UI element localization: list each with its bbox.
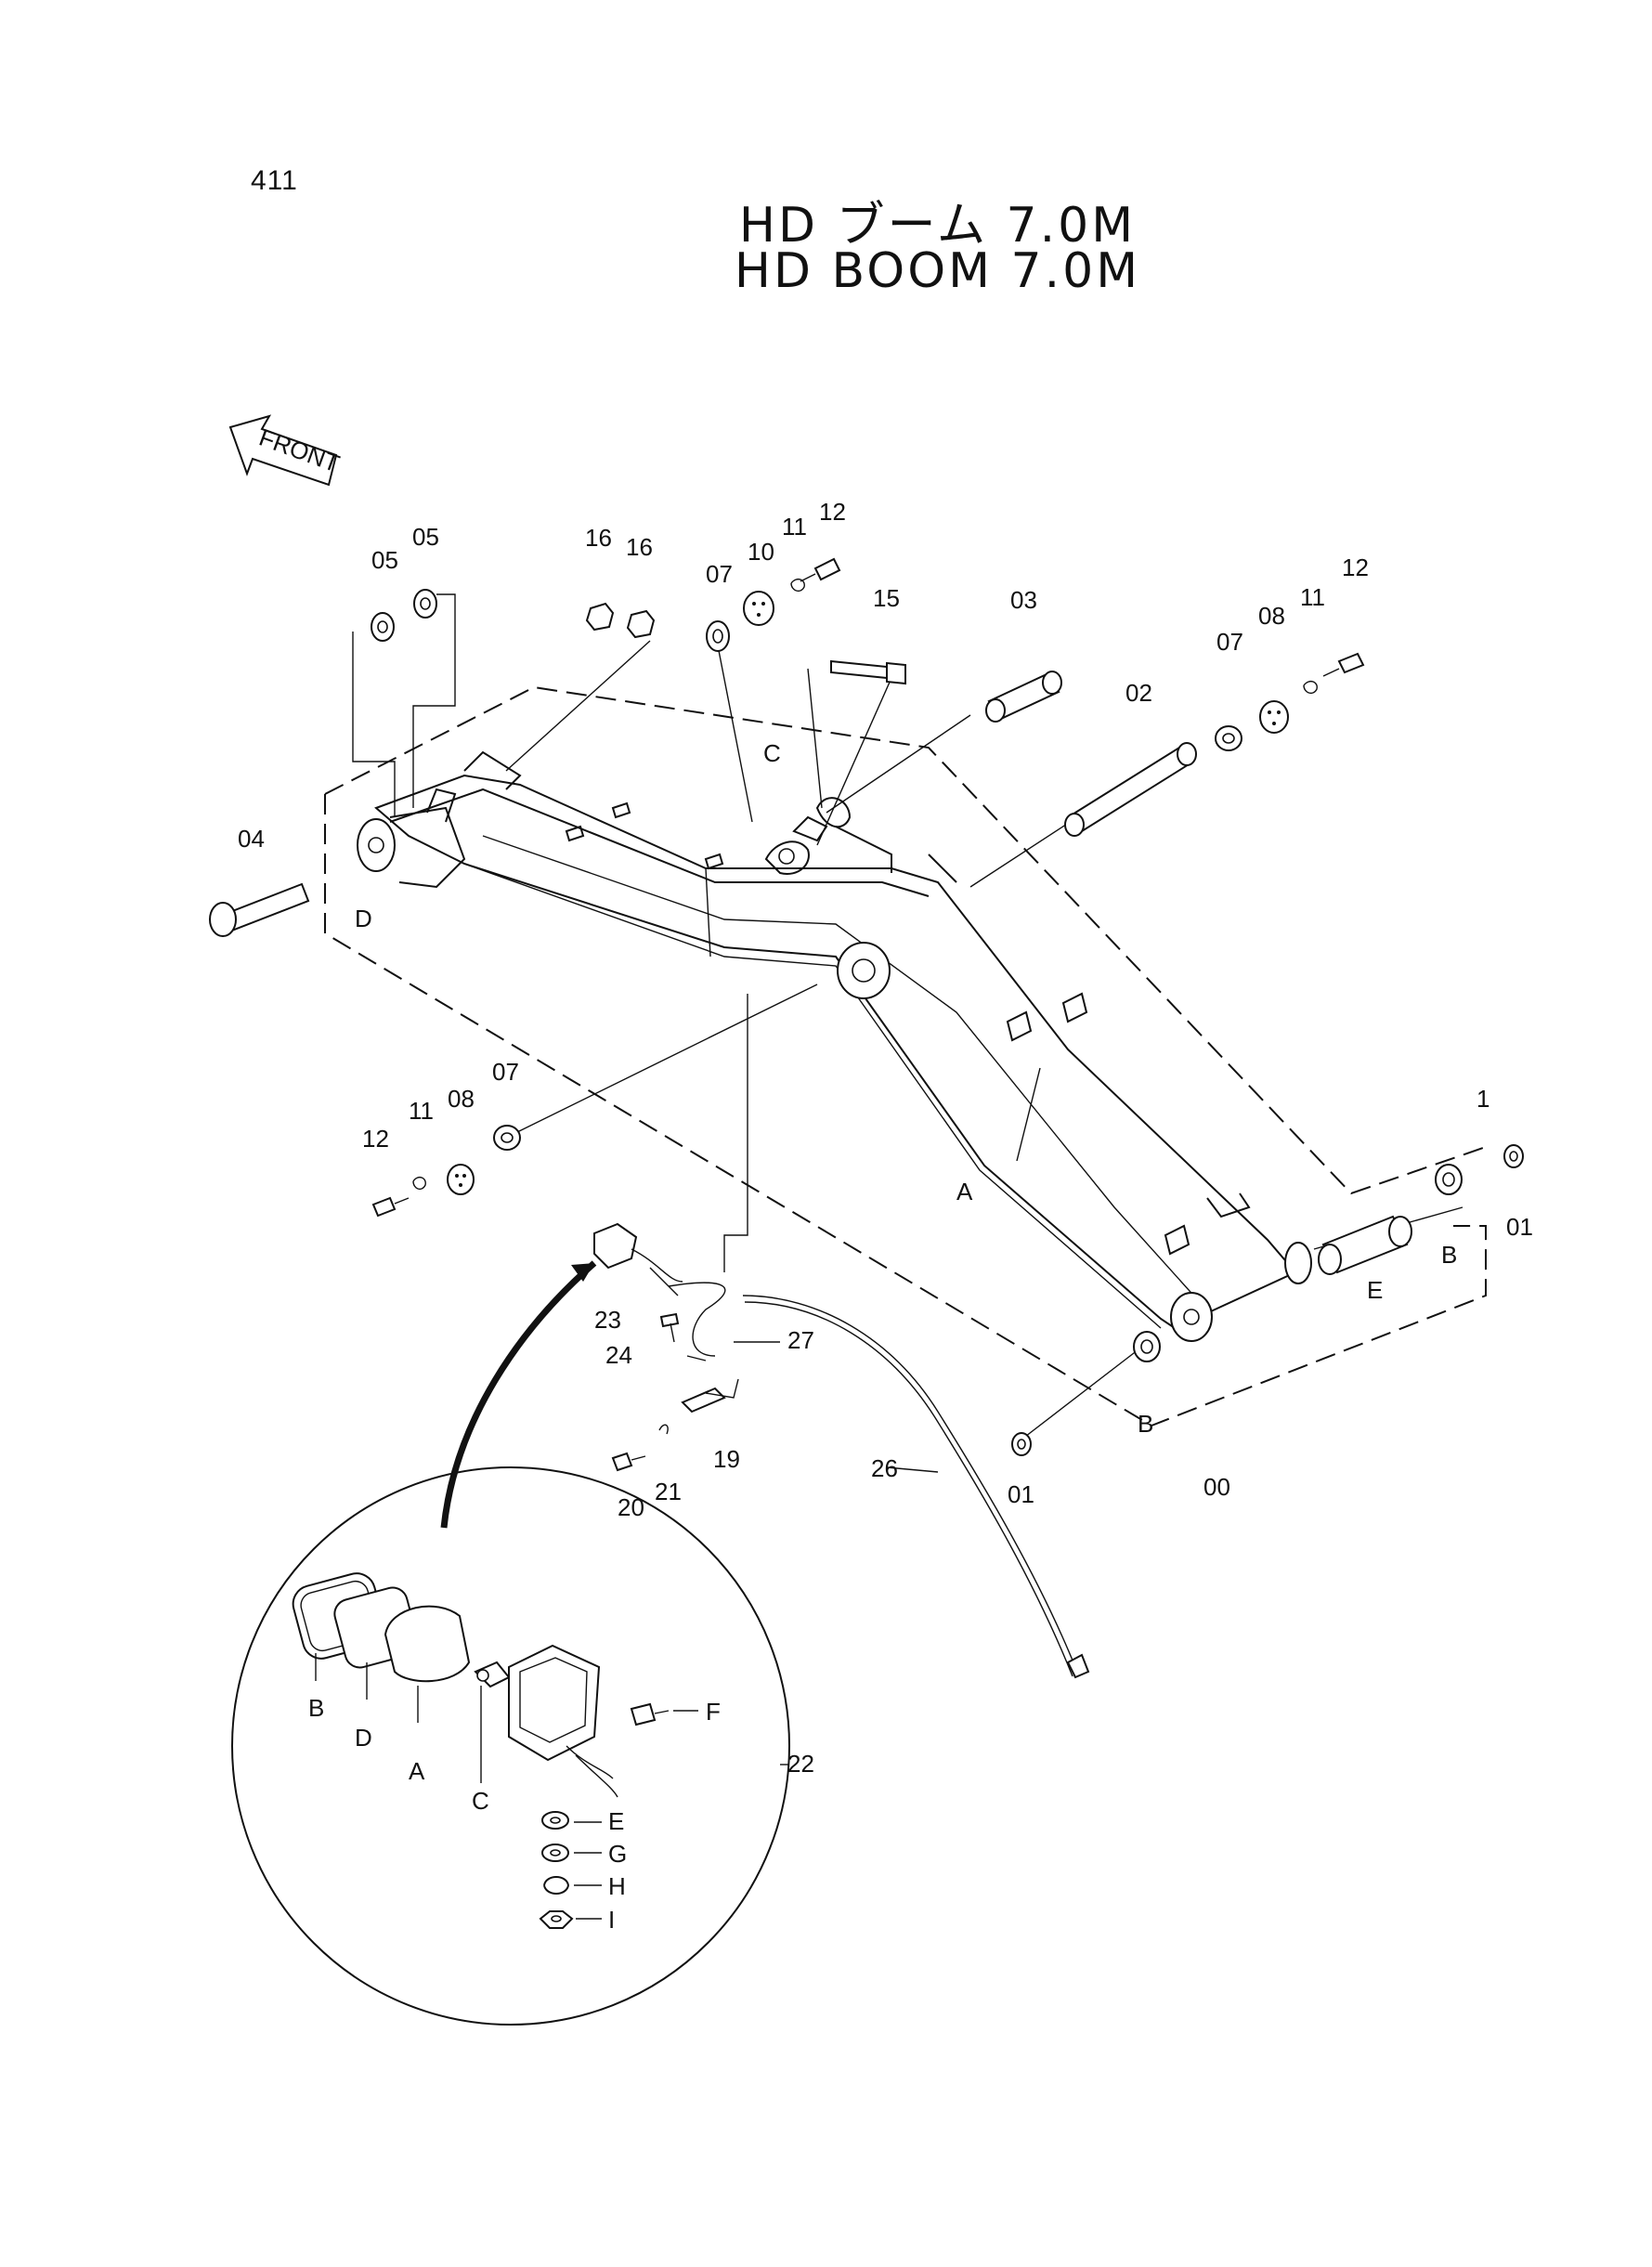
callout-B: B <box>1441 1241 1457 1269</box>
detail-circle <box>231 1466 790 2026</box>
callout-07: 07 <box>492 1058 519 1086</box>
callout-01: 01 <box>1008 1480 1034 1508</box>
callout-03: 03 <box>1010 586 1037 614</box>
callout-19: 19 <box>713 1445 740 1473</box>
callout-11: 11 <box>782 513 807 541</box>
title-japanese: HD ブーム 7.0M <box>738 198 1137 254</box>
callout-11: 11 <box>409 1097 434 1125</box>
detail-arrow <box>440 1260 597 1529</box>
callout-B: B <box>308 1694 324 1722</box>
callout-H: H <box>608 1872 626 1900</box>
callout-E: E <box>608 1807 624 1835</box>
callout-12: 12 <box>362 1125 389 1153</box>
callout-1: 1 <box>1476 1085 1489 1113</box>
callout-24: 24 <box>605 1341 632 1369</box>
front-direction-arrow: FRONT <box>228 414 344 487</box>
callout-11: 11 <box>1300 583 1325 611</box>
callout-C: C <box>472 1787 489 1815</box>
callout-07: 07 <box>706 560 733 588</box>
callout-07: 07 <box>1216 628 1243 656</box>
callout-12: 12 <box>819 498 846 526</box>
callout-08: 08 <box>448 1085 475 1113</box>
callout-27: 27 <box>787 1326 814 1354</box>
callout-B: B <box>1138 1410 1153 1438</box>
assembly-boundary-lines <box>324 685 1487 1427</box>
callout-10: 10 <box>748 538 774 566</box>
callout-05: 05 <box>371 546 398 574</box>
callout-05: 05 <box>412 523 439 551</box>
callout-16: 16 <box>585 524 612 552</box>
callout-26: 26 <box>871 1454 898 1482</box>
callout-00: 00 <box>1203 1473 1230 1501</box>
callout-D: D <box>355 1724 372 1752</box>
callout-21: 21 <box>655 1478 682 1505</box>
callout-12: 12 <box>1342 554 1369 581</box>
callout-16: 16 <box>626 533 653 561</box>
callout-A: A <box>409 1757 425 1785</box>
callout-04: 04 <box>238 825 265 853</box>
leader-lines <box>352 593 1463 1440</box>
callout-labels: 05 05 16 16 07 10 11 12 15 03 02 07 08 1… <box>238 498 1533 1934</box>
callout-08: 08 <box>1258 602 1285 630</box>
callout-01: 01 <box>1506 1213 1533 1241</box>
boom-body <box>357 750 1312 1342</box>
callout-22: 22 <box>787 1750 814 1778</box>
parts <box>209 557 1524 1456</box>
callout-G: G <box>608 1840 627 1868</box>
callout-E: E <box>1367 1276 1383 1304</box>
callout-A: A <box>956 1178 973 1205</box>
callout-20: 20 <box>618 1493 644 1521</box>
callout-F: F <box>706 1698 721 1726</box>
title-english: HD BOOM 7.0M <box>734 243 1141 299</box>
callout-I: I <box>608 1906 615 1934</box>
callout-C: C <box>763 739 781 767</box>
callout-15: 15 <box>873 584 900 612</box>
callout-D: D <box>355 905 372 932</box>
work-light-wiring <box>593 1222 1090 1679</box>
front-label: FRONT <box>255 423 344 478</box>
callout-23: 23 <box>594 1306 621 1334</box>
page-number: 411 <box>251 165 298 196</box>
callout-02: 02 <box>1125 679 1152 707</box>
